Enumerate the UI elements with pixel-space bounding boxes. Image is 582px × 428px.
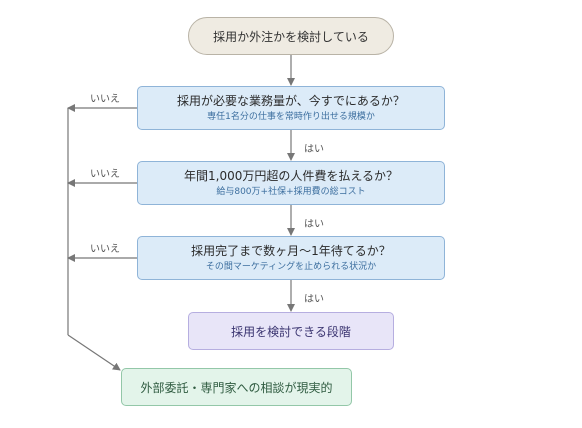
arrow-rail-to-result-alt (67, 334, 121, 371)
result-hire-label: 採用を検討できる段階 (231, 324, 351, 339)
yes-label-q1: はい (304, 144, 324, 155)
no-label-q1: いいえ (90, 94, 120, 105)
question-cost-text: 年間1,000万円超の人件費を払えるか？ (184, 168, 398, 183)
no-label-q3: いいえ (90, 244, 120, 255)
result-node-outsource: 外部委託・専門家への相談が現実的 (121, 368, 352, 406)
yes-label-q2: はい (304, 219, 324, 230)
question-workload-subtext: 専任1名分の仕事を常時作り出せる規模か (207, 111, 375, 122)
question-workload-text: 採用が必要な業務量が、今すでにあるか？ (177, 93, 405, 108)
question-node-workload: 採用が必要な業務量が、今すでにあるか？ 専任1名分の仕事を常時作り出せる規模か (137, 86, 445, 130)
start-node-label: 採用か外注かを検討している (213, 29, 369, 44)
no-label-q2: いいえ (90, 169, 120, 180)
result-outsource-label: 外部委託・専門家への相談が現実的 (140, 380, 333, 395)
start-node: 採用か外注かを検討している (188, 17, 394, 55)
question-node-timeline: 採用完了まで数ヶ月〜1年待てるか？ その間マーケティングを止められる状況か (137, 236, 445, 280)
result-node-hire: 採用を検討できる段階 (188, 312, 394, 350)
question-node-cost: 年間1,000万円超の人件費を払えるか？ 給与800万+社保+採用費の総コスト (137, 161, 445, 205)
question-cost-subtext: 給与800万+社保+採用費の総コスト (216, 186, 366, 197)
question-timeline-text: 採用完了まで数ヶ月〜1年待てるか？ (191, 243, 391, 258)
question-timeline-subtext: その間マーケティングを止められる状況か (205, 261, 377, 272)
yes-label-q3: はい (304, 294, 324, 305)
